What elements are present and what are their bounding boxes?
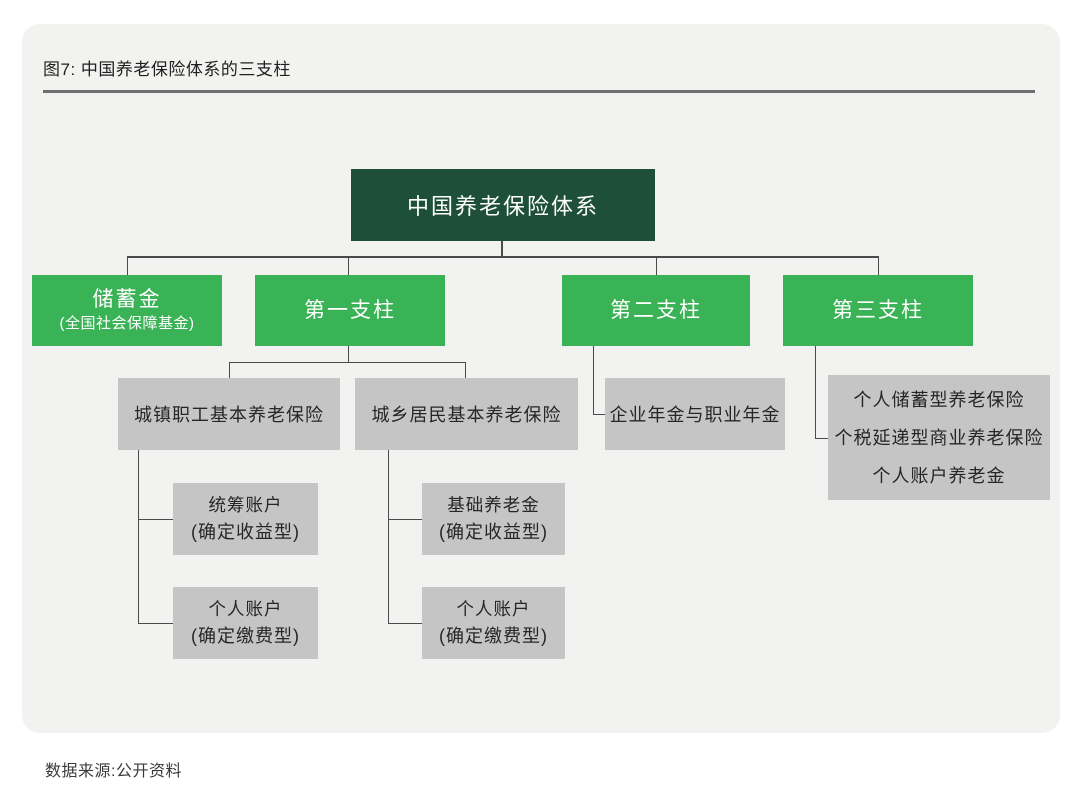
node-label: 城镇职工基本养老保险 xyxy=(134,405,324,425)
connector-drop-rural xyxy=(465,362,466,378)
connector-pillar1-drop xyxy=(348,346,349,363)
connector-urban-spine xyxy=(138,450,139,624)
connector-pillar1-bus xyxy=(229,362,466,363)
node-sublabel: (确定收益型) xyxy=(191,522,300,542)
connector-drop-pillar2 xyxy=(656,258,657,275)
node-sublabel: (确定缴费型) xyxy=(191,626,300,646)
connector-drop-pillar3 xyxy=(878,258,879,275)
connector-pillar3-elbow-h xyxy=(815,438,828,439)
node-urban-employee-basic-pension: 城镇职工基本养老保险 xyxy=(118,378,340,450)
node-pillar-1: 第一支柱 xyxy=(255,275,445,346)
node-label: 中国养老保险体系 xyxy=(406,194,599,219)
node-label: 第二支柱 xyxy=(610,298,702,322)
node-label-line3: 个人账户养老金 xyxy=(872,465,1006,486)
node-label: 个人账户 xyxy=(208,599,283,619)
connector-pillar2-elbow-v xyxy=(593,346,594,415)
node-sublabel: (确定收益型) xyxy=(439,522,548,542)
node-personal-account-rural: 个人账户 (确定缴费型) xyxy=(422,587,565,659)
node-label: 基础养老金 xyxy=(447,495,540,515)
node-savings-fund: 储蓄金 (全国社会保障基金) xyxy=(32,275,222,346)
node-label: 第一支柱 xyxy=(304,298,396,322)
node-label: 企业年金与职业年金 xyxy=(609,405,781,425)
node-sublabel: (确定缴费型) xyxy=(439,626,548,646)
node-pooled-account: 统筹账户 (确定收益型) xyxy=(173,483,318,555)
node-label: 城乡居民基本养老保险 xyxy=(371,405,562,425)
node-pillar-2: 第二支柱 xyxy=(562,275,750,346)
node-label: 统筹账户 xyxy=(208,495,283,515)
connector-drop-pillar1 xyxy=(348,258,349,275)
connector-drop-savings xyxy=(127,258,128,275)
data-source-note: 数据来源:公开资料 xyxy=(45,763,182,780)
connector-rural-stub-1 xyxy=(388,519,422,520)
node-label-line1: 个人储蓄型养老保险 xyxy=(853,389,1025,410)
node-pillar-3: 第三支柱 xyxy=(783,275,973,346)
node-personal-account-urban: 个人账户 (确定缴费型) xyxy=(173,587,318,659)
node-personal-pension-products: 个人储蓄型养老保险 个税延递型商业养老保险 个人账户养老金 xyxy=(828,375,1050,500)
node-urban-rural-resident-basic-pension: 城乡居民基本养老保险 xyxy=(355,378,578,450)
connector-pillar3-elbow-v xyxy=(815,346,816,439)
connector-rural-stub-2 xyxy=(388,623,422,624)
connector-rural-spine xyxy=(388,450,389,624)
figure-title: 图7: 中国养老保险体系的三支柱 xyxy=(43,60,291,79)
connector-root-drop xyxy=(501,241,503,257)
node-label: 储蓄金 xyxy=(92,287,162,311)
title-divider xyxy=(43,90,1035,93)
connector-urban-stub-2 xyxy=(138,623,173,624)
connector-pillar2-elbow-h xyxy=(593,414,605,415)
node-label: 第三支柱 xyxy=(832,298,924,322)
node-basic-pension-fund: 基础养老金 (确定收益型) xyxy=(422,483,565,555)
node-enterprise-occupational-annuity: 企业年金与职业年金 xyxy=(605,378,785,450)
node-sublabel: (全国社会保障基金) xyxy=(59,314,195,332)
node-pension-system-root: 中国养老保险体系 xyxy=(351,169,655,241)
connector-drop-urban xyxy=(229,362,230,378)
connector-urban-stub-1 xyxy=(138,519,173,520)
node-label: 个人账户 xyxy=(456,599,531,619)
connector-level2-bus xyxy=(127,256,879,258)
node-label-line2: 个税延递型商业养老保险 xyxy=(834,427,1044,448)
